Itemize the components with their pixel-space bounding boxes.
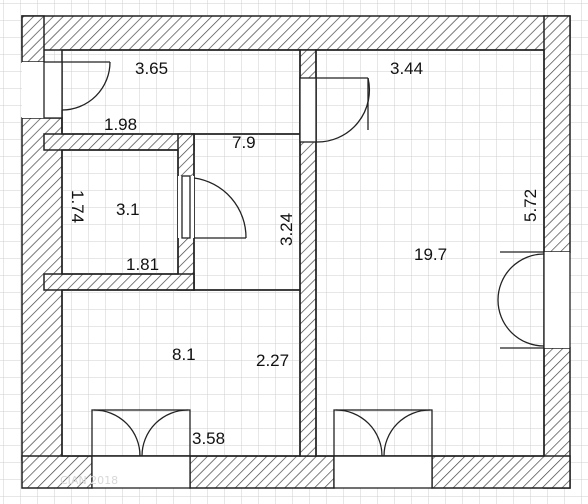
watermark: CIAN 2018 — [60, 474, 118, 487]
label-right-room-height: 5.72 — [521, 189, 540, 222]
doors — [43, 61, 571, 489]
label-lower-room-area: 8.1 — [172, 345, 196, 364]
wall-top — [21, 15, 571, 51]
wall-bottom-middle — [189, 455, 335, 489]
entrance-door — [43, 61, 111, 132]
label-right-room-area: 19.7 — [414, 245, 447, 264]
label-bath-width: 1.81 — [126, 255, 159, 274]
right-window — [497, 251, 571, 349]
partition-door — [299, 77, 371, 143]
room-lower-left — [61, 289, 301, 457]
label-corridor-width: 1.98 — [104, 115, 137, 134]
label-lower-room-width: 3.58 — [192, 429, 225, 448]
wall-bath-top — [43, 133, 195, 151]
room-right — [315, 49, 545, 457]
label-bath-height: 1.74 — [68, 190, 87, 223]
wall-bath-bottom — [43, 273, 195, 291]
labels: 3.65 3.44 1.98 7.9 1.74 3.1 1.81 3.24 5.… — [68, 59, 540, 448]
bottom-left-window — [91, 409, 191, 489]
wall-right-upper — [543, 15, 571, 253]
openings — [22, 62, 570, 488]
label-top-left-width: 3.65 — [135, 59, 168, 78]
room-corridor — [61, 49, 301, 135]
label-lower-room-depth: 2.27 — [256, 351, 289, 370]
label-partition-length: 3.24 — [277, 213, 296, 246]
label-bath-area: 3.1 — [116, 200, 140, 219]
label-top-right-width: 3.44 — [390, 59, 423, 78]
room-bath — [61, 149, 179, 275]
label-corridor-area: 7.9 — [232, 133, 256, 152]
bottom-right-window — [333, 409, 433, 489]
room-corridor-strip — [193, 133, 301, 291]
bath-door — [181, 175, 247, 239]
rooms — [61, 49, 545, 457]
wall-bottom-left — [21, 455, 93, 489]
wall-bottom-right — [431, 455, 571, 489]
wall-left-upper — [21, 15, 45, 63]
